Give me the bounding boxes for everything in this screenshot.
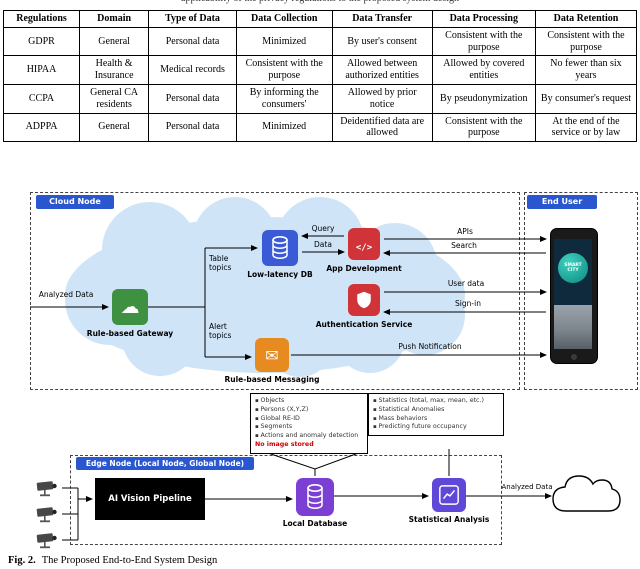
table-cell: Consistent with the purpose xyxy=(534,26,638,57)
data-label: Data xyxy=(314,240,332,249)
table-row-adppa: ADPPA General Personal data Minimized De… xyxy=(2,112,638,143)
local-database-icon xyxy=(296,478,334,516)
figure-caption-text: The Proposed End-to-End System Design xyxy=(41,555,218,566)
phone-city-image xyxy=(554,305,592,349)
query-label: Query xyxy=(311,224,335,233)
low-latency-db-label: Low-latency DB xyxy=(247,270,313,279)
cloud-node-badge: Cloud Node xyxy=(36,195,114,209)
rule-based-gateway-icon xyxy=(112,289,148,325)
ai-vision-pipeline-box: AI Vision Pipeline xyxy=(95,478,205,520)
database-glyph-icon xyxy=(272,235,288,259)
table-cell: By informing the consumers' xyxy=(235,83,333,114)
edge-node-badge: Edge Node (Local Node, Global Node) xyxy=(76,457,254,470)
table-cell: Personal data xyxy=(148,83,237,114)
table-cell: Consistent with the purpose xyxy=(431,112,536,143)
figure-caption: Fig. 2. The Proposed End-to-End System De… xyxy=(8,555,217,566)
end-user-region xyxy=(524,192,638,390)
push-notification-label: Push Notification xyxy=(398,342,462,351)
callout-item: Statistics (total, max, mean, etc.) xyxy=(373,397,499,406)
col-header-data-transfer: Data Transfer xyxy=(331,10,433,28)
callout-item: Global RE-ID xyxy=(255,415,363,424)
callout-item: Segments xyxy=(255,423,363,432)
table-header-row: Regulations Domain Type of Data Data Col… xyxy=(2,10,638,28)
end-user-phone: SMART CITY xyxy=(550,228,598,364)
authentication-service-label: Authentication Service xyxy=(315,320,413,329)
table-cell: General CA residents xyxy=(79,83,150,114)
user-data-label: User data xyxy=(447,279,485,288)
cctv-camera-icon xyxy=(36,533,57,549)
callout-item: Persons (X,Y,Z) xyxy=(255,406,363,415)
statistical-analysis-label: Statistical Analysis xyxy=(408,515,490,524)
apis-label: APIs xyxy=(457,227,473,236)
table-cell: No fewer than six years xyxy=(534,55,638,85)
table-cell: By user's consent xyxy=(331,26,433,57)
table-cell: Allowed by covered entities xyxy=(431,55,536,85)
callout-item: Objects xyxy=(255,397,363,406)
analyzed-data-out-label: Analyzed Data xyxy=(501,483,553,491)
table-topics-label: Table topics xyxy=(209,254,232,272)
clipped-caption-top: applicability of the privacy regulations… xyxy=(0,0,640,4)
col-header-domain: Domain xyxy=(79,10,150,28)
rule-based-messaging-label: Rule-based Messaging xyxy=(224,375,320,384)
callout-item: Mass behaviors xyxy=(373,415,499,424)
table-row-ccpa: CCPA General CA residents Personal data … xyxy=(2,83,638,114)
smart-city-logo-line2: CITY xyxy=(567,268,579,273)
app-development-label: App Development xyxy=(326,264,402,273)
envelope-glyph-icon xyxy=(265,346,278,365)
table-cell: Personal data xyxy=(148,112,237,143)
cctv-camera-icon xyxy=(36,481,57,497)
table-cell: Personal data xyxy=(148,26,237,57)
statistical-analysis-icon xyxy=(432,478,466,512)
table-cell: Medical records xyxy=(148,55,237,85)
col-header-data-collection: Data Collection xyxy=(235,10,333,28)
table-cell: By pseudonymization xyxy=(431,83,536,114)
table-cell: HIPAA xyxy=(2,55,81,85)
table-cell: General xyxy=(79,26,150,57)
table-row-gdpr: GDPR General Personal data Minimized By … xyxy=(2,26,638,57)
callout-item: Predicting future occupancy xyxy=(373,423,499,432)
table-cell: Deidentified data are allowed xyxy=(331,112,433,143)
table-cell: ADPPA xyxy=(2,112,81,143)
database-glyph-icon xyxy=(307,483,323,509)
regulations-table: Regulations Domain Type of Data Data Col… xyxy=(2,10,638,143)
rule-based-messaging-icon xyxy=(255,338,289,372)
authentication-service-icon xyxy=(348,284,380,316)
analyzed-data-in-label: Analyzed Data xyxy=(38,290,94,299)
table-cell: Minimized xyxy=(235,112,333,143)
statistics-outputs-callout: Statistics (total, max, mean, etc.) Stat… xyxy=(368,393,504,437)
col-header-data-retention: Data Retention xyxy=(534,10,638,28)
callout-item: Statistical Anomalies xyxy=(373,406,499,415)
app-development-icon xyxy=(348,228,380,260)
table-cell: Allowed by prior notice xyxy=(331,83,433,114)
table-cell: Minimized xyxy=(235,26,333,57)
gateway-label: Rule-based Gateway xyxy=(86,329,174,338)
cloud-glyph-icon xyxy=(121,298,140,317)
chart-glyph-icon xyxy=(439,485,459,505)
table-cell: At the end of the service or by law xyxy=(534,112,638,143)
cloud-node-region xyxy=(30,192,520,390)
phone-screen: SMART CITY xyxy=(554,239,592,349)
shield-glyph-icon xyxy=(357,291,371,309)
detection-outputs-callout: Objects Persons (X,Y,Z) Global RE-ID Seg… xyxy=(250,393,368,454)
low-latency-db-icon xyxy=(262,230,298,266)
table-row-hipaa: HIPAA Health & Insurance Medical records… xyxy=(2,55,638,85)
local-database-label: Local Database xyxy=(282,519,348,528)
table-cell: General xyxy=(79,112,150,143)
no-image-stored-note: No image stored xyxy=(255,441,314,449)
search-label: Search xyxy=(451,241,477,250)
smart-city-logo: SMART CITY xyxy=(558,253,588,283)
col-header-type-of-data: Type of Data xyxy=(148,10,237,28)
smart-city-logo-line1: SMART xyxy=(564,262,582,268)
cctv-camera-icon xyxy=(36,507,57,523)
alert-topics-label: Alert topics xyxy=(209,322,232,340)
end-user-badge: End User xyxy=(527,195,597,209)
sign-in-label: Sign-in xyxy=(455,299,481,308)
table-cell: Health & Insurance xyxy=(79,55,150,85)
phone-home-button xyxy=(571,354,577,360)
col-header-data-processing: Data Processing xyxy=(431,10,536,28)
callout-item: Actions and anomaly detection xyxy=(255,432,363,441)
code-glyph-icon xyxy=(356,235,372,254)
figure-caption-number: Fig. 2. xyxy=(8,555,36,566)
